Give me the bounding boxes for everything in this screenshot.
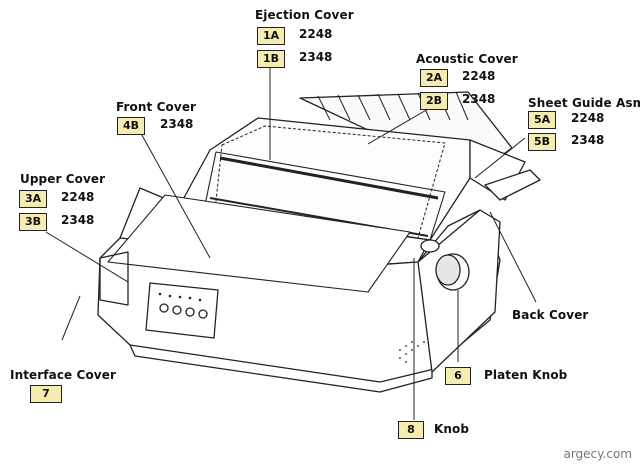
label-front-cover: Front Cover	[116, 100, 197, 114]
num-5b: 2348	[571, 133, 605, 147]
code-5b: 5B	[528, 133, 557, 151]
label-sheet-guide-asm: Sheet Guide Asm	[528, 96, 640, 110]
code-1b: 1B	[257, 50, 286, 68]
num-1b: 2348	[299, 50, 333, 64]
code-1a: 1A	[257, 27, 286, 45]
num-4b: 2348	[160, 117, 194, 131]
label-acoustic-cover: Acoustic Cover	[416, 52, 518, 66]
code-3b: 3B	[19, 213, 48, 231]
code-6: 6	[445, 367, 471, 385]
label-back-cover: Back Cover	[512, 308, 589, 322]
code-3a: 3A	[19, 190, 48, 208]
watermark: argecy.com	[563, 447, 632, 461]
label-platen-knob: Platen Knob	[484, 368, 568, 382]
num-2a: 2248	[462, 69, 496, 83]
num-5a: 2248	[571, 111, 605, 125]
code-2a: 2A	[420, 69, 449, 87]
label-knob: Knob	[434, 422, 470, 436]
num-3b: 2348	[61, 213, 95, 227]
code-2b: 2B	[420, 92, 449, 110]
label-ejection-cover: Ejection Cover	[255, 8, 354, 22]
code-5a: 5A	[528, 111, 557, 129]
num-3a: 2248	[61, 190, 95, 204]
num-2b: 2348	[462, 92, 496, 106]
code-7: 7	[30, 385, 62, 403]
num-1a: 2248	[299, 27, 333, 41]
label-upper-cover: Upper Cover	[20, 172, 106, 186]
label-interface-cover: Interface Cover	[10, 368, 116, 382]
code-4b: 4B	[117, 117, 146, 135]
code-8: 8	[398, 421, 424, 439]
